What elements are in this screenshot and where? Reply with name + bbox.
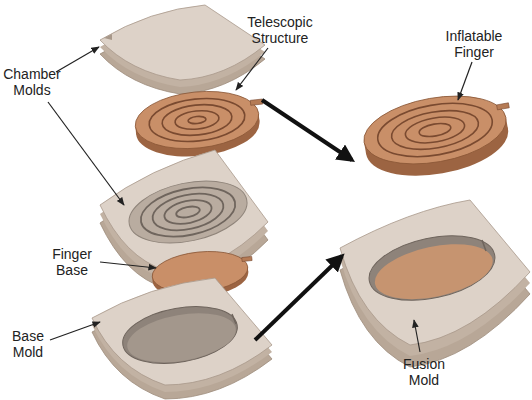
illustration-part	[374, 95, 497, 164]
telescopic-structure	[132, 85, 267, 162]
illustration-part	[250, 99, 262, 105]
illustration-part	[414, 320, 420, 352]
illustration-part	[149, 188, 226, 236]
illustration-part	[232, 314, 236, 324]
illustration-part	[174, 109, 220, 132]
illustration-part	[370, 235, 498, 309]
illustration-part	[482, 240, 486, 251]
inflatable-finger	[359, 85, 519, 186]
illustration-part	[255, 256, 342, 340]
illustration-part	[123, 306, 239, 370]
illustration-part	[340, 200, 530, 345]
illustration-part	[359, 86, 512, 174]
illustration-part	[56, 47, 99, 72]
illustration-part	[136, 180, 239, 245]
illustration-part	[363, 225, 501, 310]
top-chamber-mold	[100, 5, 265, 94]
part-label: Telescopic Structure	[238, 14, 322, 46]
fusion-mold	[340, 200, 530, 367]
illustration-part	[147, 94, 247, 146]
illustration-part	[403, 113, 466, 147]
illustration-part	[497, 103, 510, 110]
part-label: Finger Base	[40, 246, 104, 278]
illustration-part	[262, 100, 352, 160]
part-label: Chamber Molds	[0, 66, 64, 98]
part-label: Fusion Mold	[392, 356, 456, 388]
illustration-part	[100, 150, 268, 270]
illustration-part	[242, 257, 252, 262]
illustration-part	[118, 298, 242, 371]
illustration-part	[418, 121, 452, 138]
part-label: Base Mold	[2, 328, 54, 360]
illustration-part	[132, 86, 261, 155]
base-mold	[92, 278, 272, 399]
illustration-part	[389, 105, 482, 156]
illustration-part	[118, 298, 242, 371]
illustration-part	[100, 5, 265, 80]
illustration-part	[123, 171, 252, 253]
illustration-part	[458, 62, 472, 100]
leader-lines	[48, 47, 472, 352]
illustration-part	[161, 101, 234, 138]
illustration-part	[48, 102, 124, 205]
illustration-part	[92, 278, 272, 385]
illustration-part	[104, 34, 112, 40]
illustration-part	[363, 225, 501, 310]
part-label: Inflatable Finger	[432, 28, 516, 60]
illustration-part	[50, 322, 100, 340]
illustration-part	[123, 171, 252, 253]
process-arrows	[255, 100, 352, 340]
illustration-part	[175, 205, 201, 220]
illustration-part	[100, 262, 156, 268]
illustration-part	[188, 116, 207, 125]
illustration-part	[162, 196, 214, 227]
illustration-part	[236, 48, 268, 90]
